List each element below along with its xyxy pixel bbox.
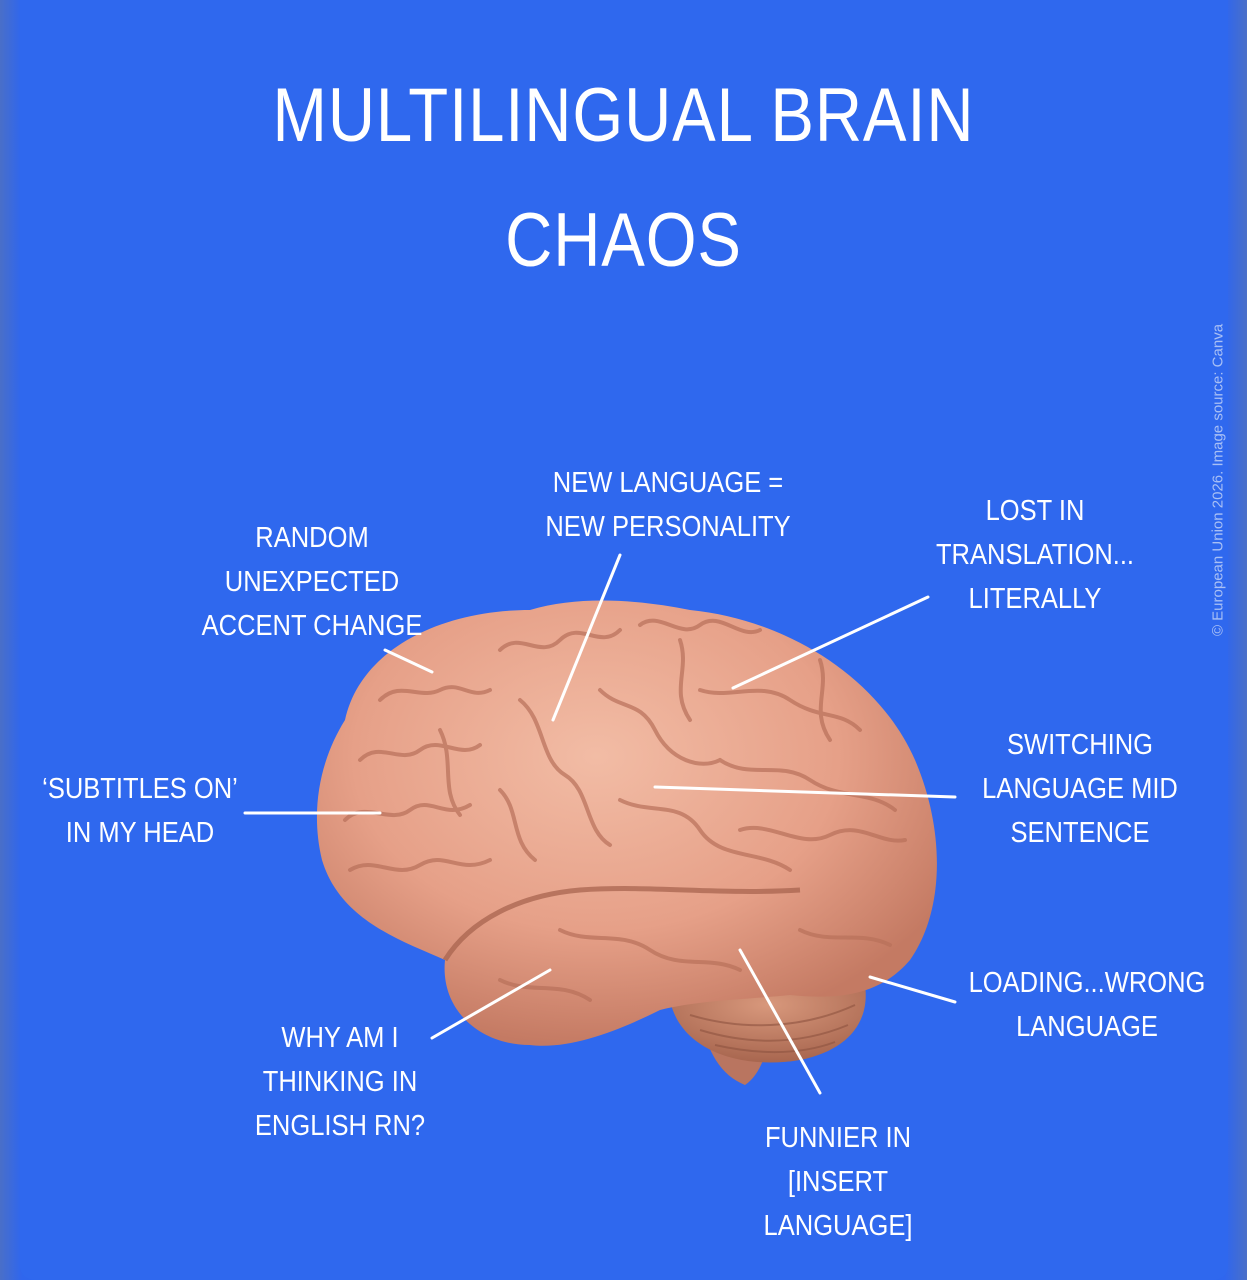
temporal-lobe-fissure [442,886,801,962]
leader-lost-translation [731,595,930,690]
label-loading: LOADING...WRONG LANGUAGE [968,967,1206,1043]
cerebrum [316,600,937,1046]
leader-random-accent [383,648,434,674]
leader-new-language [551,553,622,722]
cerebellum-folds [689,1004,856,1054]
image-credit: © European Union 2026. Image source: Can… [1209,323,1227,637]
label-random-accent: RANDOM UNEXPECTED ACCENT CHANGE [201,522,423,642]
label-switching: SWITCHING LANGUAGE MID SENTENCE [982,729,1178,849]
leader-loading [868,975,957,1004]
title-line-1: MULTILINGUAL BRAIN [272,73,975,158]
label-why-english: WHY AM I THINKING IN ENGLISH RN? [254,1022,426,1142]
label-lost-translation: LOST IN TRANSLATION... LITERALLY [935,495,1135,615]
leader-lines [243,553,957,1095]
leader-why-english [430,968,552,1040]
label-new-language: NEW LANGUAGE = NEW PERSONALITY [545,467,791,543]
label-subtitles: ‘SUBTITLES ON’ IN MY HEAD [42,773,238,849]
label-funnier: FUNNIER IN [INSERT LANGUAGE] [763,1122,913,1242]
title-line-2: CHAOS [505,198,742,283]
leader-funnier [738,948,822,1095]
leader-switching [653,785,957,799]
